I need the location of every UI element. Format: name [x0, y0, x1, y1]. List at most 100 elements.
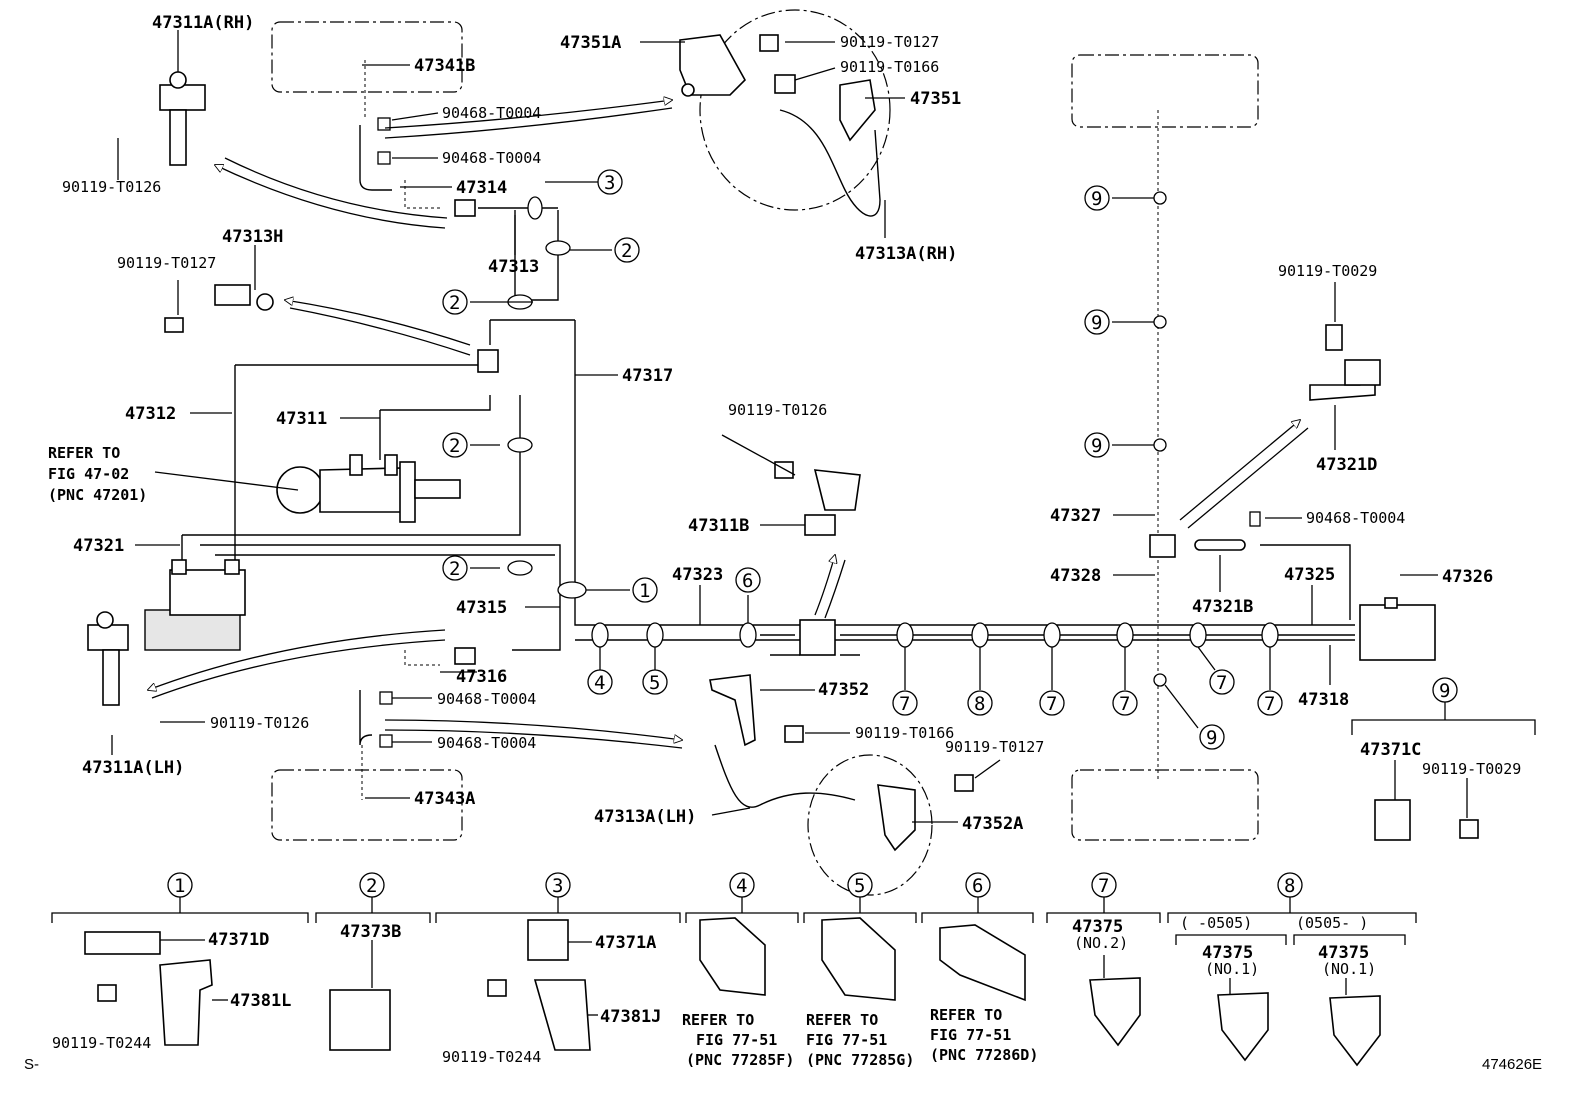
label-47321b: 47321B [1192, 597, 1253, 617]
callout-9-a: 9 [1206, 727, 1217, 749]
legend-3-num: 3 [552, 875, 563, 897]
callout-8: 8 [974, 693, 985, 715]
valve-47311a-lh [87, 611, 129, 706]
hose-clips [359, 117, 1261, 748]
bracket-47311b [774, 461, 861, 536]
tube-clamps [507, 191, 1279, 687]
bracket-47352 [709, 674, 804, 747]
callout-7-b: 7 [1046, 693, 1057, 715]
callouts: 3 2 2 2 2 1 6 4 5 7 8 7 7 7 7 9 9 9 9 9 [442, 169, 1458, 750]
legend-5-r2: FIG 77-51 [806, 1031, 887, 1049]
flexible-hose-lh [714, 744, 974, 852]
footer-right: 474626E [1482, 1056, 1542, 1073]
legend-1-a: 47371D [208, 930, 269, 950]
clip-47371c [1374, 799, 1479, 841]
label-90468-t0004-e: 90468-T0004 [1306, 509, 1405, 527]
leader-lines [111, 30, 1536, 823]
legend-8-range-left: ( -0505) [1180, 914, 1252, 932]
flexible-hose-rh [779, 79, 881, 217]
legend-8-a: 47375 [1202, 943, 1253, 963]
callout-9-c: 9 [1091, 312, 1102, 334]
box-47343a [271, 769, 463, 841]
box-47341b [271, 21, 463, 93]
callout-2-b: 2 [449, 292, 460, 314]
label-47318: 47318 [1298, 690, 1349, 710]
legend-3-c: 90119-T0244 [442, 1048, 541, 1066]
label-47352a: 47352A [962, 814, 1023, 834]
pressure-valve-47326 [1359, 597, 1436, 661]
legend-8-num: 8 [1284, 875, 1295, 897]
label-47313h: 47313H [222, 227, 283, 247]
label-47371c: 47371C [1360, 740, 1421, 760]
label-47311a-rh: 47311A(RH) [152, 13, 254, 33]
label-refer-a3: (PNC 47201) [48, 486, 147, 504]
legend-4-num: 4 [736, 875, 747, 897]
label-47321d: 47321D [1316, 455, 1377, 475]
label-refer-a1: REFER TO [48, 444, 120, 462]
label-90119-t0029-a: 90119-T0029 [1278, 262, 1377, 280]
label-47311b: 47311B [688, 516, 749, 536]
label-47312: 47312 [125, 404, 176, 424]
direction-arrows [148, 100, 1309, 749]
legend-8-c: 47375 [1318, 943, 1369, 963]
label-90468-t0004-b: 90468-T0004 [442, 149, 541, 167]
master-cylinder [276, 454, 461, 523]
callout-2-a: 2 [621, 240, 632, 262]
callout-7-c: 7 [1119, 693, 1130, 715]
bracket-47321d [1309, 324, 1381, 401]
label-47351: 47351 [910, 89, 961, 109]
legend-8-range-right: (0505- ) [1296, 914, 1368, 932]
joint-47321b [1149, 534, 1246, 558]
label-47311: 47311 [276, 409, 327, 429]
label-47321: 47321 [73, 536, 124, 556]
label-47314: 47314 [456, 178, 507, 198]
detail-ellipse-lh [807, 754, 933, 896]
clip-legend: 1 2 3 4 5 6 7 8 47371D 47381L 90119-T024… [51, 872, 1417, 1069]
label-47313: 47313 [488, 257, 539, 277]
box-top-right [1071, 54, 1259, 128]
label-47343a: 47343A [414, 789, 475, 809]
callout-7-a: 7 [899, 693, 910, 715]
legend-5-num: 5 [854, 875, 865, 897]
label-90468-t0004-d: 90468-T0004 [437, 734, 536, 752]
label-90119-t0126-a: 90119-T0126 [62, 178, 161, 196]
label-90119-t0029-b: 90119-T0029 [1422, 760, 1521, 778]
label-47341b: 47341B [414, 56, 475, 76]
legend-7-num: 7 [1098, 875, 1109, 897]
legend-7-b: (NO.2) [1074, 934, 1128, 952]
box-bottom-right [1071, 769, 1259, 841]
label-90119-t0166-b: 90119-T0166 [855, 724, 954, 742]
legend-6-r2: FIG 77-51 [930, 1026, 1011, 1044]
legend-5-r3: (PNC 77285G) [806, 1051, 914, 1069]
label-47352: 47352 [818, 680, 869, 700]
part-labels: 47311A(RH) 47341B 90468-T0004 90468-T000… [48, 13, 1521, 834]
legend-1-c: 90119-T0244 [52, 1034, 151, 1052]
callout-1: 1 [639, 580, 650, 602]
label-90468-t0004-a: 90468-T0004 [442, 104, 541, 122]
callout-9-b: 9 [1091, 188, 1102, 210]
label-90119-t0127-c: 90119-T0127 [945, 738, 1044, 756]
label-90119-t0127-a: 90119-T0127 [117, 254, 216, 272]
label-47323: 47323 [672, 565, 723, 585]
label-47351a: 47351A [560, 33, 621, 53]
label-90468-t0004-c: 90468-T0004 [437, 690, 536, 708]
callout-6: 6 [742, 570, 753, 592]
label-47328: 47328 [1050, 566, 1101, 586]
callout-2-c: 2 [449, 435, 460, 457]
callout-7-d: 7 [1216, 672, 1227, 694]
callout-5: 5 [649, 672, 660, 694]
brake-actuator [144, 559, 246, 651]
label-47311a-lh: 47311A(LH) [82, 758, 184, 778]
label-refer-a2: FIG 47-02 [48, 465, 129, 483]
label-90119-t0166-a: 90119-T0166 [840, 58, 939, 76]
legend-8-d: (NO.1) [1322, 960, 1376, 978]
label-90119-t0126-c: 90119-T0126 [210, 714, 309, 732]
label-47317: 47317 [622, 366, 673, 386]
legend-1-num: 1 [174, 875, 185, 897]
label-90119-t0126-b: 90119-T0126 [728, 401, 827, 419]
legend-8-b: (NO.1) [1205, 960, 1259, 978]
label-90119-t0127-b: 90119-T0127 [840, 33, 939, 51]
label-47325: 47325 [1284, 565, 1335, 585]
legend-3-b: 47381J [600, 1007, 661, 1027]
